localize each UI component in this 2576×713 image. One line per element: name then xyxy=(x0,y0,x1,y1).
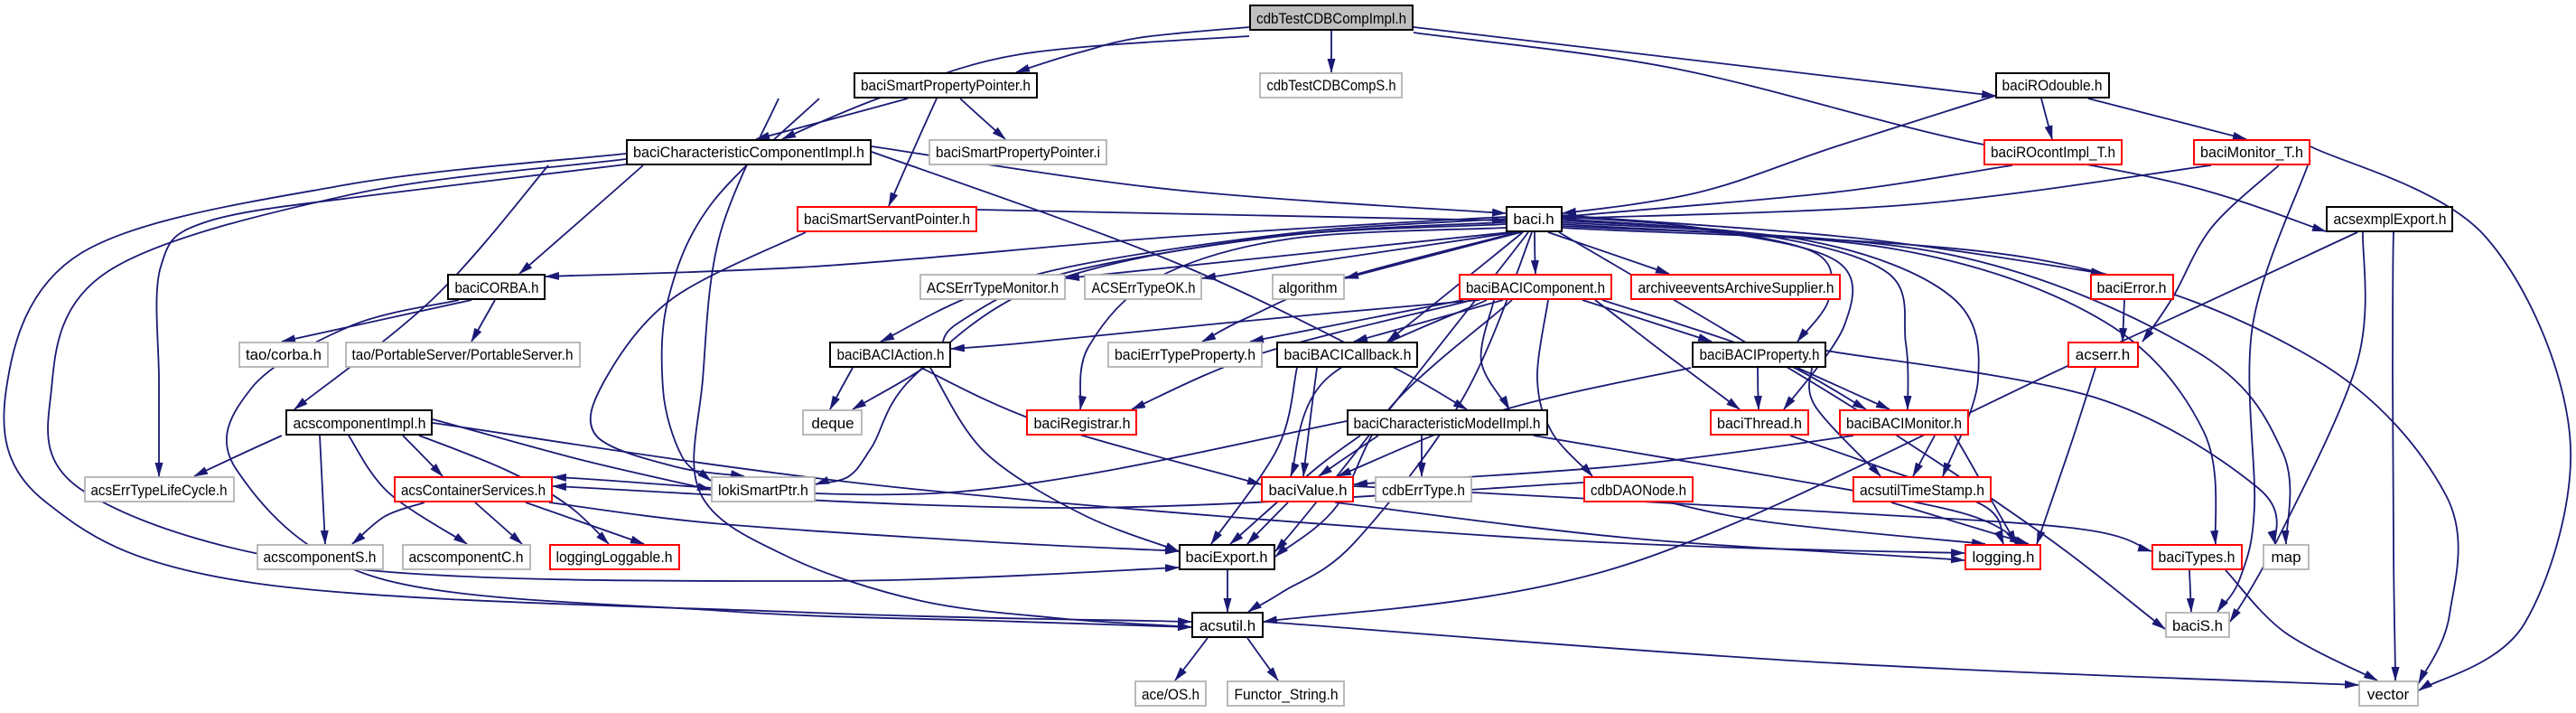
svg-text:baciThread.h: baciThread.h xyxy=(1717,415,1802,432)
svg-text:acscomponentC.h: acscomponentC.h xyxy=(409,549,524,566)
svg-text:baci.h: baci.h xyxy=(1513,211,1554,228)
svg-text:acsutil.h: acsutil.h xyxy=(1199,617,1255,634)
svg-text:acsErrTypeLifeCycle.h: acsErrTypeLifeCycle.h xyxy=(91,482,228,499)
svg-text:ACSErrTypeOK.h: ACSErrTypeOK.h xyxy=(1092,279,1196,296)
svg-text:acsContainerServices.h: acsContainerServices.h xyxy=(401,482,546,499)
svg-text:algorithm: algorithm xyxy=(1279,279,1338,296)
svg-text:tao/PortableServer/PortableSer: tao/PortableServer/PortableServer.h xyxy=(352,346,574,363)
svg-text:baciBACIComponent.h: baciBACIComponent.h xyxy=(1466,279,1605,296)
svg-text:baciBACIMonitor.h: baciBACIMonitor.h xyxy=(1846,415,1962,432)
svg-text:baciErrTypeProperty.h: baciErrTypeProperty.h xyxy=(1115,346,1255,363)
svg-text:baciExport.h: baciExport.h xyxy=(1186,549,1268,566)
svg-text:cdbDAONode.h: cdbDAONode.h xyxy=(1591,482,1686,499)
svg-text:tao/corba.h: tao/corba.h xyxy=(246,346,322,363)
svg-text:acsutilTimeStamp.h: acsutilTimeStamp.h xyxy=(1860,482,1984,499)
svg-text:baciError.h: baciError.h xyxy=(2097,279,2167,296)
svg-text:ACSErrTypeMonitor.h: ACSErrTypeMonitor.h xyxy=(927,279,1059,296)
svg-text:logging.h: logging.h xyxy=(1972,549,2034,566)
svg-text:acsexmplExport.h: acsexmplExport.h xyxy=(2334,211,2447,228)
svg-text:cdbTestCDBCompImpl.h: cdbTestCDBCompImpl.h xyxy=(1256,10,1406,27)
svg-text:acscomponentImpl.h: acscomponentImpl.h xyxy=(294,415,426,432)
svg-text:cdbErrType.h: cdbErrType.h xyxy=(1382,482,1465,499)
svg-text:baciSmartServantPointer.h: baciSmartServantPointer.h xyxy=(804,211,970,228)
svg-text:Functor_String.h: Functor_String.h xyxy=(1235,686,1339,703)
svg-text:map: map xyxy=(2271,549,2301,566)
svg-text:cdbTestCDBCompS.h: cdbTestCDBCompS.h xyxy=(1267,77,1396,94)
svg-text:baciTypes.h: baciTypes.h xyxy=(2159,549,2235,566)
svg-text:baciValue.h: baciValue.h xyxy=(1269,482,1348,499)
svg-text:baciBACIAction.h: baciBACIAction.h xyxy=(837,346,945,363)
svg-text:baciSmartPropertyPointer.i: baciSmartPropertyPointer.i xyxy=(936,144,1100,161)
svg-text:baciRegistrar.h: baciRegistrar.h xyxy=(1034,415,1131,432)
svg-text:loggingLoggable.h: loggingLoggable.h xyxy=(556,549,673,566)
svg-text:baciMonitor_T.h: baciMonitor_T.h xyxy=(2200,144,2303,161)
svg-text:acscomponentS.h: acscomponentS.h xyxy=(264,549,377,566)
svg-text:deque: deque xyxy=(811,415,854,432)
svg-text:baciS.h: baciS.h xyxy=(2172,617,2223,634)
svg-text:baciCharacteristicModelImpl.h: baciCharacteristicModelImpl.h xyxy=(1354,415,1541,432)
svg-text:baciSmartPropertyPointer.h: baciSmartPropertyPointer.h xyxy=(861,77,1031,94)
svg-text:ace/OS.h: ace/OS.h xyxy=(1142,686,1199,703)
svg-text:baciBACIProperty.h: baciBACIProperty.h xyxy=(1700,346,1820,363)
svg-text:archiveeventsArchiveSupplier.h: archiveeventsArchiveSupplier.h xyxy=(1638,279,1834,296)
svg-text:lokiSmartPtr.h: lokiSmartPtr.h xyxy=(718,482,808,499)
svg-text:baciROcontImpl_T.h: baciROcontImpl_T.h xyxy=(1991,144,2115,161)
svg-text:acserr.h: acserr.h xyxy=(2076,346,2130,363)
svg-text:baciCharacteristicComponentImp: baciCharacteristicComponentImpl.h xyxy=(633,144,864,161)
svg-text:baciBACICallback.h: baciBACICallback.h xyxy=(1284,346,1412,363)
svg-text:baciROdouble.h: baciROdouble.h xyxy=(2002,77,2103,94)
svg-text:vector: vector xyxy=(2367,686,2410,703)
svg-text:baciCORBA.h: baciCORBA.h xyxy=(455,279,539,296)
